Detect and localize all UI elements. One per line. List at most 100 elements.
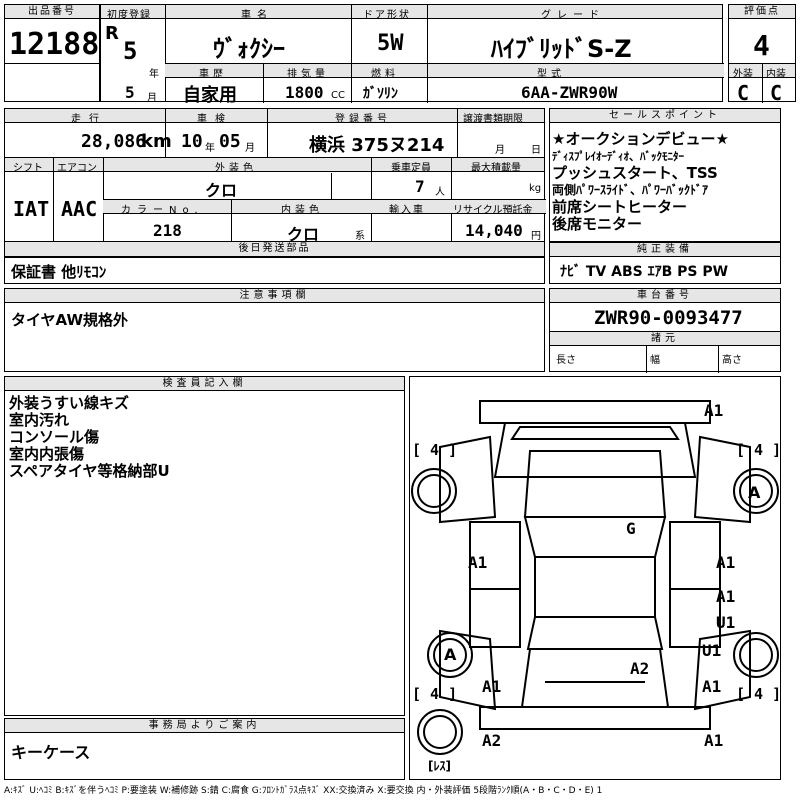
load-unit: kg: [529, 183, 542, 194]
chassis-number: ZWR90-0093477: [594, 307, 743, 329]
history: 自家用: [183, 85, 237, 106]
notes-header: 注意事項欄: [5, 289, 544, 303]
inspector-note: 室内内張傷: [9, 445, 85, 463]
later-parts-box: 保証書 他ﾘﾓｺﾝ: [4, 256, 545, 284]
regno-header: 登録番号: [335, 114, 391, 125]
sales-point: 両側ﾊﾟﾜｰｽﾗｲﾄﾞ、ﾊﾟﾜｰﾊﾞｯｸﾄﾞｱ: [552, 183, 709, 197]
model-header: 型式: [537, 69, 565, 80]
ext-grade-header: 外装: [733, 69, 753, 80]
capacity-unit: 人: [435, 187, 445, 198]
cc-unit: CC: [331, 90, 345, 101]
car-diagram: [ 4 ] [ 4 ] [ 4 ] [ 4 ] [ﾚｽ] A1 G A1 A1 …: [409, 376, 781, 780]
mileage: 28,086: [81, 131, 147, 152]
max-load-header: 最大積載量: [471, 163, 521, 174]
recycle: 14,040: [465, 221, 523, 240]
grade-header: グレード: [541, 10, 605, 21]
length-label: 長さ: [556, 355, 576, 366]
car-outline: [411, 400, 779, 755]
km-unit: km: [141, 131, 172, 152]
damage-mark: U1: [716, 613, 736, 632]
sales-point: プッシュスタート、TSS: [552, 164, 718, 182]
import-header: 輸入車: [389, 205, 425, 216]
doors-header: ドア形状: [363, 10, 411, 21]
later-parts: 保証書 他ﾘﾓｺﾝ: [11, 263, 107, 281]
score-header: 評価点: [729, 5, 795, 19]
damage-mark: A1: [716, 587, 736, 606]
inspector-note: 室内汚れ: [9, 411, 70, 429]
tire-front-right: [ 4 ]: [736, 441, 782, 459]
month-unit: 月: [147, 93, 157, 104]
sales-point: 後席モニター: [552, 215, 643, 233]
damage-mark: A2: [482, 731, 502, 750]
inspector-header: 検査員記入欄: [5, 377, 404, 391]
shift: IAT: [13, 197, 50, 221]
sales-box: セールスポイント ★オークションデビュー★ ﾃﾞｨｽﾌﾟﾚｲｵｰﾃﾞｨｵ、ﾊﾞｯ…: [549, 108, 781, 242]
sales-header: セールスポイント: [550, 109, 780, 123]
displacement-header: 排気量: [287, 69, 329, 80]
int-color-header: 内装色: [281, 205, 323, 216]
name-header: 車名: [241, 10, 273, 21]
reg-month: 5: [125, 83, 135, 102]
sales-point: 前席シートヒーター: [552, 198, 688, 216]
shift-header: シフト: [13, 163, 43, 174]
inspection-header: 車検: [197, 114, 233, 125]
damage-mark: A: [748, 483, 761, 502]
recycle-header: リサイクル預託金: [453, 205, 533, 216]
doors: 5W: [377, 31, 404, 56]
reg-year: 5: [123, 37, 138, 65]
mileage-header: 走行: [71, 114, 107, 125]
ac-header: エアコン: [57, 163, 97, 174]
lot-number: 12188: [9, 27, 100, 62]
inspector-note: 外装うすい線キズ: [9, 394, 130, 412]
inspect-month: 05: [219, 131, 241, 152]
office-box: 事務局よりご案内 キーケース: [4, 718, 405, 780]
fuel: ｶﾞｿﾘﾝ: [363, 86, 398, 102]
sales-point: ★オークションデビュー★: [552, 130, 729, 148]
equipment-box: 純正装備 ﾅﾋﾞ TV ABS ｴｱB PS PW: [549, 242, 781, 284]
reg-number: 横浜 375ヌ214: [309, 135, 445, 156]
tire-front-left: [ 4 ]: [412, 441, 458, 459]
transfer-day: 日: [531, 145, 541, 156]
inspector-list: 外装うすい線キズ 室内汚れ コンソール傷 室内内張傷 スペアタイヤ等格納部U: [9, 395, 170, 480]
ac: AAC: [61, 197, 98, 221]
equipment: ﾅﾋﾞ TV ABS ｴｱB PS PW: [560, 264, 729, 280]
ext-color-header: 外装色: [215, 163, 257, 174]
color-no-header: カラーNo.: [121, 205, 204, 216]
int-color: クロ: [287, 225, 320, 244]
inspect-year: 10: [181, 131, 203, 152]
damage-mark: A2: [630, 659, 650, 678]
recycle-unit: 円: [531, 231, 541, 242]
score: 4: [753, 29, 770, 62]
ext-color: クロ: [205, 181, 238, 200]
grade: ﾊｲﾌﾞﾘｯﾄﾞS-Z: [491, 35, 632, 63]
damage-mark: A: [444, 645, 457, 664]
spare-label: [ﾚｽ]: [428, 759, 451, 773]
damage-mark: A1: [716, 553, 736, 572]
inspector-box: 検査員記入欄 外装うすい線キズ 室内汚れ コンソール傷 室内内張傷 スペアタイヤ…: [4, 376, 405, 716]
history-header: 車歴: [199, 69, 227, 80]
damage-mark: A1: [482, 677, 502, 696]
height-label: 高さ: [722, 355, 742, 366]
capacity-header: 乗車定員: [391, 163, 431, 174]
chassis-header: 車台番号: [550, 289, 780, 303]
inspector-note: スペアタイヤ等格納部U: [9, 462, 170, 480]
damage-mark: U1: [702, 641, 722, 660]
damage-mark: G: [626, 519, 636, 538]
inspect-month-unit: 月: [245, 143, 255, 154]
office-note: キーケース: [11, 743, 91, 762]
color-no: 218: [153, 221, 182, 240]
int-grade-header: 内装: [766, 69, 786, 80]
details-box: 走行 車検 登録番号 譲渡書類期限 28,086 km 10 年 05 月 横浜…: [4, 108, 546, 258]
tire-rear-right: [ 4 ]: [736, 685, 782, 703]
int-grade: C: [770, 81, 783, 105]
inspect-year-unit: 年: [205, 143, 215, 154]
ext-grade: C: [737, 81, 750, 105]
fuel-header: 燃料: [371, 69, 399, 80]
equipment-header: 純正装備: [550, 243, 780, 257]
damage-mark: A1: [468, 553, 488, 572]
transfer-header: 譲渡書類期限: [463, 114, 523, 125]
damage-mark: A1: [704, 401, 724, 420]
chassis-box: 車台番号 ZWR90-0093477 諸元 長さ 幅 高さ: [549, 288, 781, 373]
office-header: 事務局よりご案内: [5, 719, 404, 733]
notes-box: 注意事項欄 タイヤAW規格外: [4, 288, 545, 372]
